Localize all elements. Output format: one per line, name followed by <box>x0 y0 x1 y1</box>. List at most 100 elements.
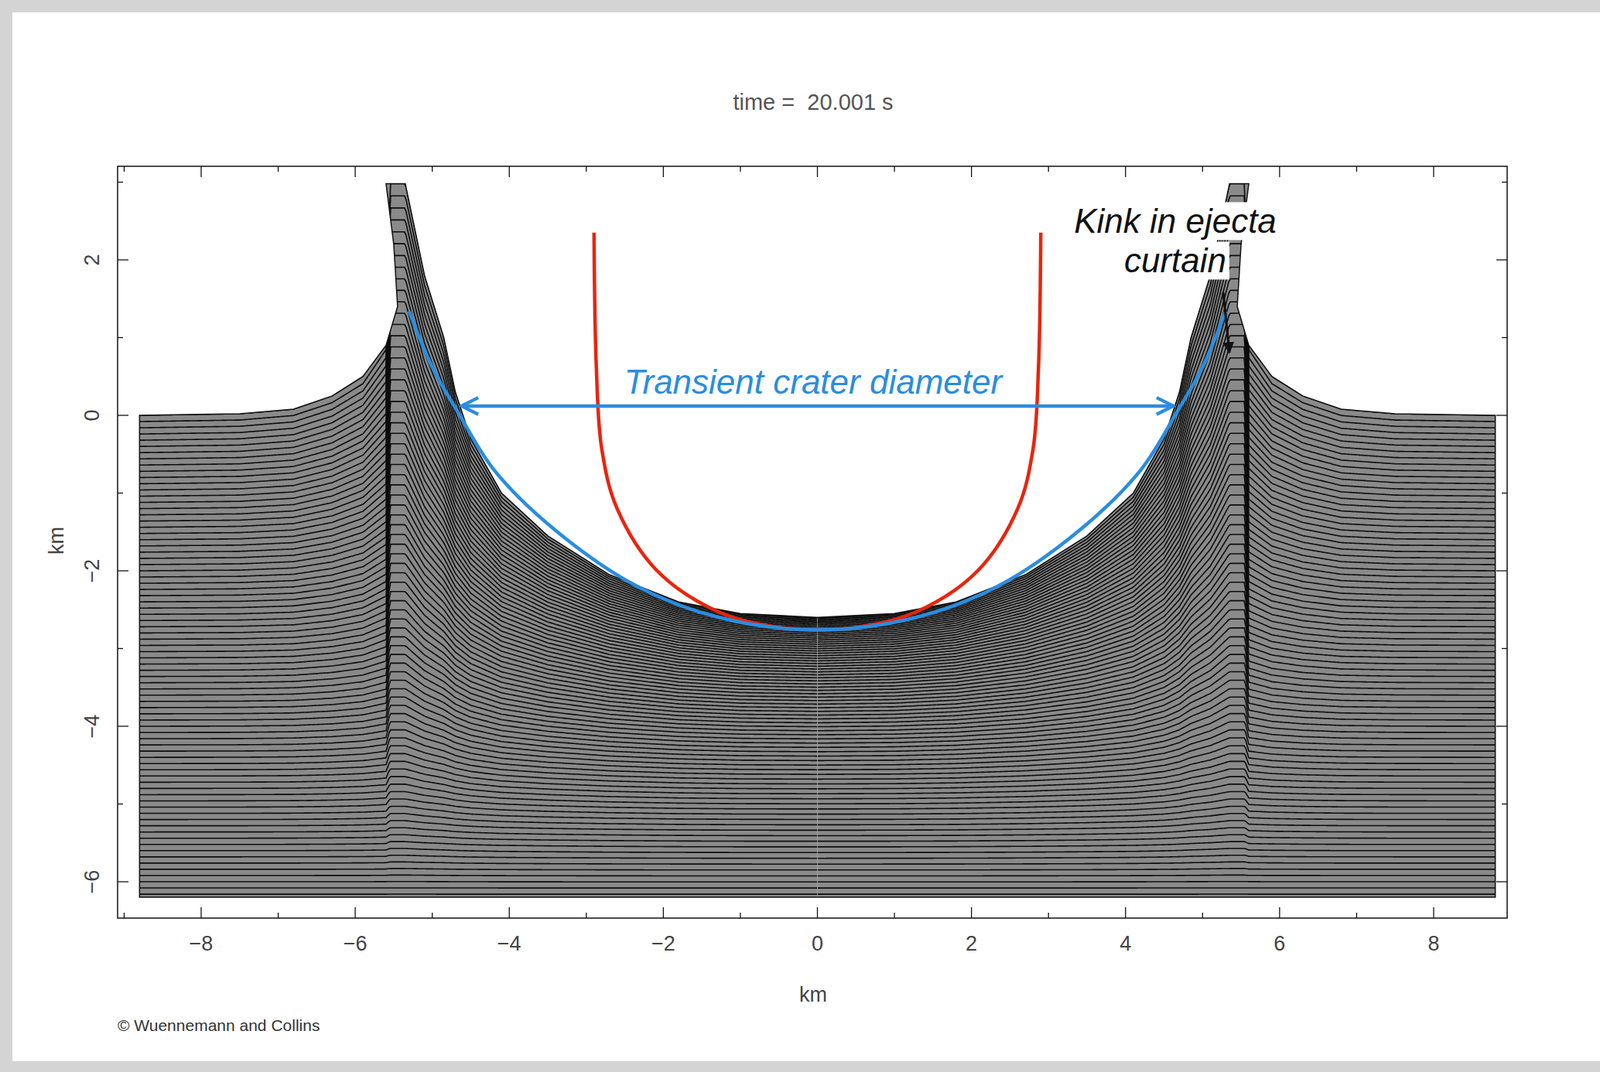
label-anchor: −6 <box>343 932 368 957</box>
tick-mark <box>277 912 279 919</box>
tick-mark <box>123 912 125 919</box>
layer-line <box>139 232 1495 623</box>
tick-mark <box>739 166 741 172</box>
tick-mark <box>1432 166 1434 178</box>
label-anchor: © Wuennemann and Collins <box>117 1016 320 1036</box>
label-anchor: −6 <box>80 870 105 895</box>
layer-line <box>139 195 1495 619</box>
target-material <box>139 184 1495 899</box>
tick-mark <box>1496 414 1508 416</box>
tick-mark <box>663 907 664 919</box>
tick-mark <box>1501 648 1508 650</box>
tick-mark <box>117 570 129 571</box>
tick-mark <box>431 912 433 919</box>
axis-tick-label: −6 <box>343 932 368 956</box>
tick-mark <box>1048 912 1050 919</box>
axis-tick-label: 0 <box>811 932 824 956</box>
tick-mark <box>117 492 124 494</box>
tick-mark <box>117 725 129 727</box>
plot-title: time = 20.001 s <box>732 89 893 115</box>
tick-mark <box>663 166 664 178</box>
tick-mark <box>893 166 895 172</box>
axis-title: km <box>44 526 69 555</box>
layer-line <box>139 219 1495 621</box>
tick-mark <box>817 907 818 919</box>
tick-mark <box>1496 570 1508 571</box>
tick-mark <box>585 166 587 172</box>
axis-tick-label: 0 <box>80 409 104 421</box>
layer-line <box>139 324 1495 636</box>
tick-mark <box>1356 166 1358 172</box>
layer-line <box>139 278 1495 628</box>
axis-tick-label: 6 <box>1273 932 1286 956</box>
label-anchor: km <box>799 983 828 1008</box>
tick-mark <box>1278 907 1280 919</box>
tick-mark <box>117 648 124 650</box>
tick-mark <box>117 337 124 339</box>
label-anchor: 4 <box>1119 932 1132 957</box>
label-anchor: 0 <box>811 932 824 957</box>
plot-area <box>139 184 1495 899</box>
tick-mark <box>817 166 818 178</box>
axis-tick-label: −6 <box>80 870 104 895</box>
tick-mark <box>200 166 202 178</box>
label-anchor: km <box>44 526 69 555</box>
tick-mark <box>739 912 741 919</box>
label-anchor: −2 <box>651 932 676 957</box>
tick-mark <box>1202 166 1204 172</box>
axis-tick-label: −2 <box>651 932 676 956</box>
tick-mark <box>970 907 972 919</box>
axis-frame <box>117 166 1508 919</box>
leader-arrow <box>1223 292 1230 353</box>
layer-line <box>139 313 1495 633</box>
tick-mark <box>1501 337 1508 339</box>
tick-mark <box>123 166 125 172</box>
tick-mark <box>117 181 124 183</box>
axis-tick-label: −8 <box>189 932 214 956</box>
tick-mark <box>354 907 356 919</box>
tick-mark <box>1496 725 1508 727</box>
axis-tick-label: 2 <box>80 253 104 266</box>
tick-mark <box>200 907 202 919</box>
label-anchor: Kink in ejecta curtain <box>1059 201 1292 281</box>
dimension-label: Transient crater diameter <box>621 362 1006 401</box>
axis-tick-label: 8 <box>1427 932 1440 956</box>
plot-frame <box>117 166 1508 919</box>
tick-mark <box>354 166 356 178</box>
tick-mark <box>1048 166 1050 172</box>
tick-mark <box>1496 259 1508 260</box>
tick-mark <box>1432 907 1434 919</box>
tick-mark <box>1496 881 1508 883</box>
tick-mark <box>117 414 129 416</box>
label-anchor: −4 <box>497 932 522 957</box>
axis-tick-label: −4 <box>80 714 104 739</box>
label-anchor: 8 <box>1427 932 1440 957</box>
diameter-arrow <box>461 404 1174 409</box>
symmetry-axis <box>817 617 818 898</box>
tick-mark <box>1202 912 1204 919</box>
label-anchor: −2 <box>80 559 105 584</box>
label-anchor: Transient crater diameter <box>621 362 1006 402</box>
panel-background <box>12 12 1600 1062</box>
tick-mark <box>1356 912 1358 919</box>
tick-mark <box>893 912 895 919</box>
tick-mark <box>1501 492 1508 494</box>
watermark: © Wuennemann and Collins <box>117 1016 320 1035</box>
axis-tick-label: 4 <box>1119 932 1132 956</box>
tick-mark <box>1501 803 1508 805</box>
layer-line <box>139 347 1495 639</box>
transient-crater-curve <box>409 311 1226 630</box>
material-outline <box>139 184 1495 899</box>
axis-tick-label: −4 <box>497 932 522 956</box>
layer-line <box>139 335 1495 636</box>
tick-mark <box>970 166 972 178</box>
label-anchor: 0 <box>80 409 105 421</box>
layer-line <box>139 255 1495 625</box>
axis-title: km <box>799 983 828 1007</box>
tick-mark <box>117 881 129 883</box>
layer-line <box>139 301 1495 631</box>
axis-tick-label: −2 <box>80 559 104 584</box>
projectile-path-curve <box>594 232 1041 630</box>
title-anchor: time = 20.001 s <box>732 89 893 116</box>
